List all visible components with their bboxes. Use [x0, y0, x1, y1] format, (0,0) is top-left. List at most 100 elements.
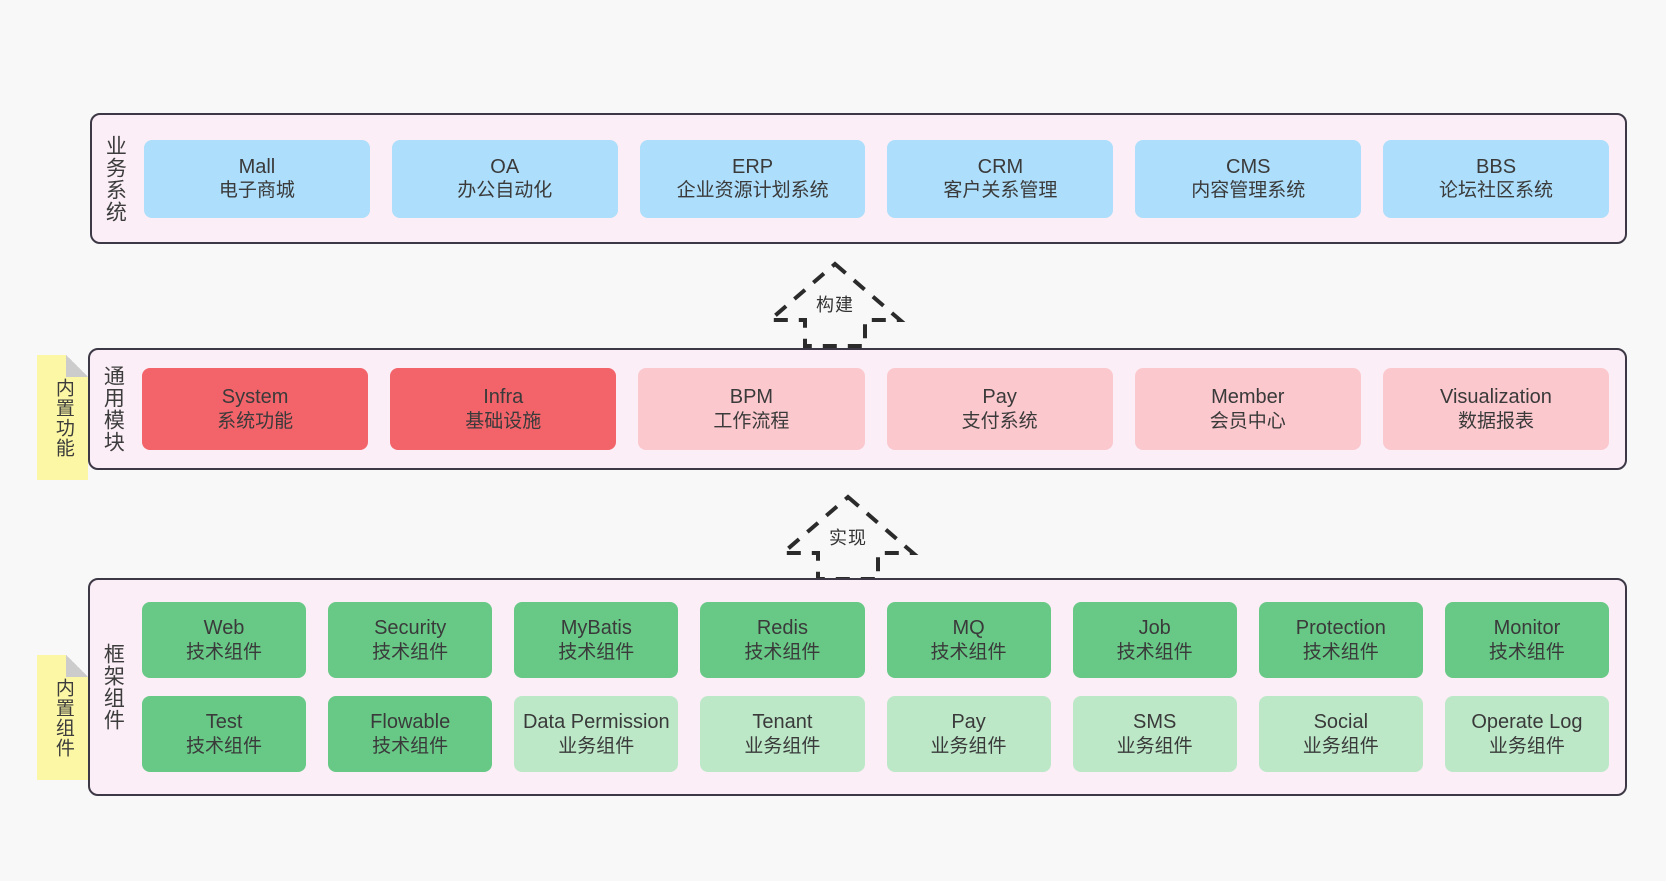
card-subtitle: 电子商城 [218, 180, 295, 202]
card-row: Web 技术组件 Security 技术组件 MyBatis 技术组件 Redi… [142, 602, 1609, 678]
card-test[interactable]: Test 技术组件 [142, 696, 307, 772]
card-title: Visualization [1439, 386, 1552, 409]
card-subtitle: 基础设施 [465, 410, 542, 432]
card-cms[interactable]: CMS 内容管理系统 [1135, 139, 1362, 218]
card-subtitle: 系统功能 [217, 410, 294, 432]
sticky-note-builtin-components: 内置组件 [37, 655, 88, 780]
arrow-build-icon [764, 261, 906, 348]
card-title: Protection [1295, 617, 1386, 640]
card-subtitle: 业务组件 [1488, 735, 1565, 757]
layer-framework-component: 框架组件 Web 技术组件 Security 技术组件 MyBatis 技术组件… [88, 578, 1627, 796]
card-title: BPM [729, 386, 774, 409]
card-subtitle: 技术组件 [1116, 641, 1193, 663]
card-title: CRM [977, 155, 1024, 178]
layer-title-business-system: 业务系统 [103, 134, 127, 223]
card-title: Tenant [752, 711, 813, 734]
card-security[interactable]: Security 技术组件 [328, 602, 493, 678]
card-title: BBS [1476, 155, 1517, 178]
card-title: Member [1211, 386, 1285, 409]
card-title: Infra [483, 386, 524, 409]
card-oa[interactable]: OA 办公自动化 [391, 139, 618, 218]
card-visualization[interactable]: Visualization 数据报表 [1382, 368, 1610, 450]
card-title: Redis [756, 617, 808, 640]
card-row: Test 技术组件 Flowable 技术组件 Data Permission … [142, 696, 1609, 772]
card-title: Data Permission [522, 711, 670, 734]
layer-body-common-module: System 系统功能 Infra 基础设施 BPM 工作流程 Pay 支付系统… [134, 350, 1625, 468]
card-title: Security [374, 617, 447, 640]
card-subtitle: 业务组件 [1302, 735, 1379, 757]
layer-body-framework-component: Web 技术组件 Security 技术组件 MyBatis 技术组件 Redi… [134, 580, 1625, 794]
card-tenant[interactable]: Tenant 业务组件 [700, 696, 865, 772]
card-crm[interactable]: CRM 客户关系管理 [887, 139, 1114, 218]
card-title: SMS [1133, 711, 1177, 734]
card-row: System 系统功能 Infra 基础设施 BPM 工作流程 Pay 支付系统… [142, 368, 1610, 450]
card-title: Pay [982, 386, 1017, 409]
card-subtitle: 技术组件 [1302, 641, 1379, 663]
card-title: MQ [952, 617, 985, 640]
card-title: Flowable [370, 711, 451, 734]
card-bbs[interactable]: BBS 论坛社区系统 [1383, 139, 1609, 218]
card-subtitle: 技术组件 [558, 641, 635, 663]
card-pay-component[interactable]: Pay 业务组件 [886, 696, 1051, 772]
card-title: Operate Log [1471, 711, 1583, 734]
card-title: Mall [238, 155, 276, 178]
card-bpm[interactable]: BPM 工作流程 [638, 368, 865, 450]
card-subtitle: 技术组件 [930, 641, 1007, 663]
layer-business-system: 业务系统 Mall 电子商城 OA 办公自动化 ERP 企业资源计划系统 CRM… [90, 113, 1627, 244]
arrow-implement-label: 实现 [829, 528, 867, 548]
card-job[interactable]: Job 技术组件 [1072, 602, 1237, 678]
card-mall[interactable]: Mall 电子商城 [144, 139, 370, 218]
card-title: Monitor [1493, 617, 1561, 640]
card-subtitle: 技术组件 [372, 641, 449, 663]
arrow-build: 构建 [760, 258, 910, 350]
card-title: System [221, 386, 289, 409]
card-subtitle: 技术组件 [744, 641, 821, 663]
card-subtitle: 客户关系管理 [943, 180, 1058, 202]
sticky-note-builtin-features: 内置功能 [37, 355, 88, 480]
card-title: ERP [732, 155, 774, 178]
card-title: Job [1138, 617, 1171, 640]
card-subtitle: 支付系统 [961, 410, 1038, 432]
arrow-build-label: 构建 [816, 295, 854, 315]
card-title: Test [205, 711, 243, 734]
card-operate-log[interactable]: Operate Log 业务组件 [1444, 696, 1609, 772]
card-redis[interactable]: Redis 技术组件 [700, 602, 865, 678]
card-title: CMS [1226, 155, 1271, 178]
card-subtitle: 技术组件 [186, 735, 263, 757]
card-monitor[interactable]: Monitor 技术组件 [1444, 602, 1609, 678]
card-erp[interactable]: ERP 企业资源计划系统 [639, 139, 866, 218]
card-mq[interactable]: MQ 技术组件 [886, 602, 1051, 678]
card-system[interactable]: System 系统功能 [142, 368, 369, 450]
card-web[interactable]: Web 技术组件 [142, 602, 307, 678]
card-title: Social [1313, 711, 1369, 734]
card-row: Mall 电子商城 OA 办公自动化 ERP 企业资源计划系统 CRM 客户关系… [144, 139, 1609, 218]
card-infra[interactable]: Infra 基础设施 [390, 368, 617, 450]
card-title: Pay [951, 711, 986, 734]
arrow-implement: 实现 [773, 491, 923, 583]
card-subtitle: 论坛社区系统 [1439, 180, 1554, 202]
card-subtitle: 技术组件 [1488, 641, 1565, 663]
card-title: MyBatis [560, 617, 632, 640]
layer-common-module: 通用模块 System 系统功能 Infra 基础设施 BPM 工作流程 Pay… [88, 348, 1627, 470]
card-sms[interactable]: SMS 业务组件 [1072, 696, 1237, 772]
card-member[interactable]: Member 会员中心 [1134, 368, 1361, 450]
card-social[interactable]: Social 业务组件 [1258, 696, 1423, 772]
card-protection[interactable]: Protection 技术组件 [1258, 602, 1423, 678]
card-pay[interactable]: Pay 支付系统 [886, 368, 1113, 450]
card-subtitle: 数据报表 [1457, 410, 1534, 432]
card-subtitle: 内容管理系统 [1191, 180, 1306, 202]
card-subtitle: 工作流程 [713, 410, 790, 432]
card-subtitle: 业务组件 [930, 735, 1007, 757]
card-subtitle: 业务组件 [1116, 735, 1193, 757]
card-subtitle: 企业资源计划系统 [676, 180, 829, 202]
card-flowable[interactable]: Flowable 技术组件 [328, 696, 493, 772]
card-title: Web [203, 617, 245, 640]
card-mybatis[interactable]: MyBatis 技术组件 [514, 602, 679, 678]
card-subtitle: 业务组件 [558, 735, 635, 757]
card-subtitle: 技术组件 [372, 735, 449, 757]
card-subtitle: 办公自动化 [457, 180, 553, 202]
card-subtitle: 会员中心 [1209, 410, 1286, 432]
card-data-permission[interactable]: Data Permission 业务组件 [514, 696, 679, 772]
sticky-note-label: 内置组件 [52, 677, 74, 758]
layer-title-framework-component: 框架组件 [101, 643, 125, 731]
